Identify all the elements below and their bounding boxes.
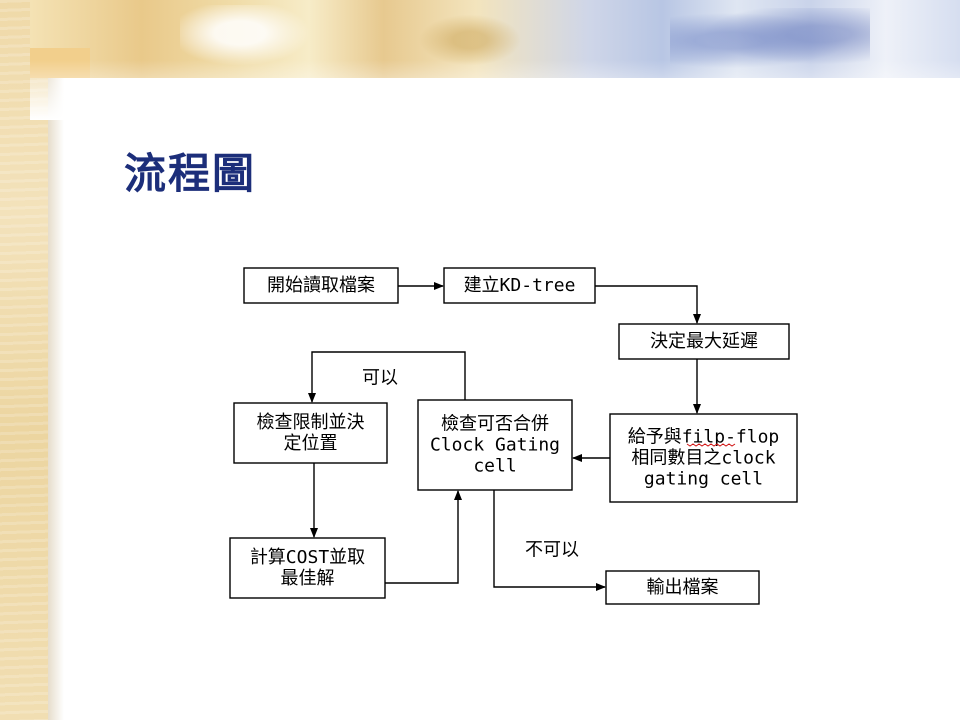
node-label: 給予與filp-flop xyxy=(628,427,780,448)
node-box xyxy=(443,267,596,304)
edge-merge-no-to-output xyxy=(493,490,606,591)
page-title: 流程圖 xyxy=(124,149,257,198)
node-label: 輸出檔案 xyxy=(647,577,719,598)
node-label: 開始讀取檔案 xyxy=(267,275,375,296)
node-box xyxy=(618,323,790,360)
node-start: 開始讀取檔案 xyxy=(243,267,399,304)
node-box xyxy=(243,267,399,304)
decorative-side-strip xyxy=(0,0,48,720)
node-label: 計算COST並取 xyxy=(250,547,365,568)
node-box xyxy=(605,570,760,605)
spellcheck-squiggle xyxy=(686,443,736,447)
node-box xyxy=(417,399,573,491)
edge-merge-yes-to-check-limit xyxy=(308,351,466,403)
node-label: 相同數目之clock xyxy=(631,448,775,469)
edge-cost-to-merge xyxy=(385,490,462,584)
node-label: Clock Gating xyxy=(430,435,560,456)
decorative-side-shade xyxy=(48,0,64,720)
node-label: 決定最大延遲 xyxy=(650,331,758,352)
node-box xyxy=(233,402,388,464)
node-box xyxy=(609,413,798,503)
node-label: gating cell xyxy=(644,469,763,490)
node-label: 檢查限制並決 xyxy=(257,412,365,433)
node-label: 最佳解 xyxy=(281,568,335,589)
node-build-kdtree: 建立KD-tree xyxy=(443,267,596,304)
node-label: 定位置 xyxy=(284,433,338,454)
edge-label-yes: 可以 xyxy=(362,368,398,389)
node-box xyxy=(229,537,386,599)
node-label: 建立KD-tree xyxy=(464,275,576,296)
node-label: 檢查可否合併 xyxy=(441,414,549,435)
edge-build-to-delay xyxy=(595,285,701,324)
node-max-delay: 決定最大延遲 xyxy=(618,323,790,360)
node-label: cell xyxy=(473,456,516,477)
node-output: 輸出檔案 xyxy=(605,570,760,605)
edge-label-no: 不可以 xyxy=(525,540,579,561)
banner-fade xyxy=(30,60,960,120)
